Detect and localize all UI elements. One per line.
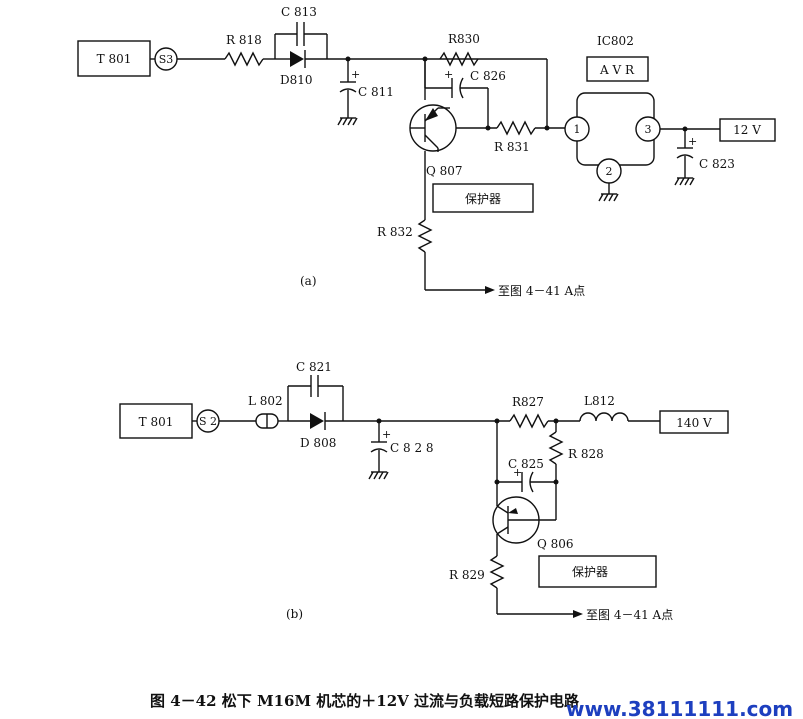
resistor-r829 [489,555,505,589]
resistor-r827 [509,413,549,429]
output-140v-label: 140 V [676,416,712,430]
tag-b: (b) [286,607,303,621]
resistor-r828 [548,431,564,465]
ref-label-a: 至图 4－41 A点 [498,284,585,298]
r828-label: R 828 [568,447,604,461]
transformer-block-b [119,403,193,439]
inductor-l812 [579,412,629,422]
resistor-r830 [439,51,479,67]
output-140v [659,410,729,434]
q806-label: Q 806 [537,537,574,551]
diode-d810 [290,51,304,67]
r830-label: R830 [448,32,480,46]
ic802-label: IC802 [597,34,634,48]
avr-label: A V R [599,63,635,77]
r829-label: R 829 [449,568,485,582]
svg-text:+: + [444,68,453,81]
c826-label: C 826 [470,69,506,83]
r827-label: R827 [512,395,544,409]
d810-label: D810 [280,73,313,87]
connector-s3-label: S3 [159,53,174,66]
diode-d808 [310,413,324,429]
c828-label: C 8 2 8 [390,441,434,455]
figure-caption: 图 4－42 松下 M16M 机芯的＋12V 过流与负载短路保护电路 [150,692,580,710]
protector-box-b [538,555,657,588]
transformer-label-a: T 801 [97,52,132,66]
svg-text:+: + [382,428,391,441]
svg-text:+: + [688,135,697,148]
ref-label-b: 至图 4－41 A点 [586,608,673,622]
svg-text:1: 1 [574,123,581,136]
l802-label: L 802 [248,394,283,408]
d808-label: D 808 [300,436,336,450]
c823-label: C 823 [699,157,735,171]
protector-box-a [432,183,534,213]
resistor-r832 [417,219,433,253]
resistor-r831 [496,120,536,136]
c813-label: C 813 [281,5,317,19]
circuit-a: T 801 S3 R 818 C 813 D810 + [77,5,776,298]
c811-label: C 811 [358,85,394,99]
svg-text:2: 2 [606,165,613,178]
ic-pin1 [564,116,590,142]
r832-label: R 832 [377,225,413,239]
watermark: www.38111111.com [566,697,793,719]
r818-label: R 818 [226,33,262,47]
protector-label-a: 保护器 [465,192,501,206]
c825-label: C 825 [508,457,544,471]
q807-label: Q 807 [426,164,463,178]
output-12v-label: 12 V [733,123,761,137]
svg-text:3: 3 [645,123,652,136]
transformer-label-b: T 801 [139,415,174,429]
tag-a: (a) [300,274,317,288]
circuit-b: T 801 S 2 L 802 C 821 D 808 + [119,360,729,622]
output-12v [719,118,776,142]
svg-text:+: + [513,466,522,479]
resistor-r818 [224,51,264,67]
transformer-block-a [77,40,151,77]
c821-label: C 821 [296,360,332,374]
connector-s2-label: S 2 [199,415,217,428]
protector-label-b: 保护器 [572,565,608,579]
r831-label: R 831 [494,140,530,154]
svg-text:+: + [351,68,360,81]
l812-label: L812 [584,394,615,408]
avr-box [586,56,649,82]
